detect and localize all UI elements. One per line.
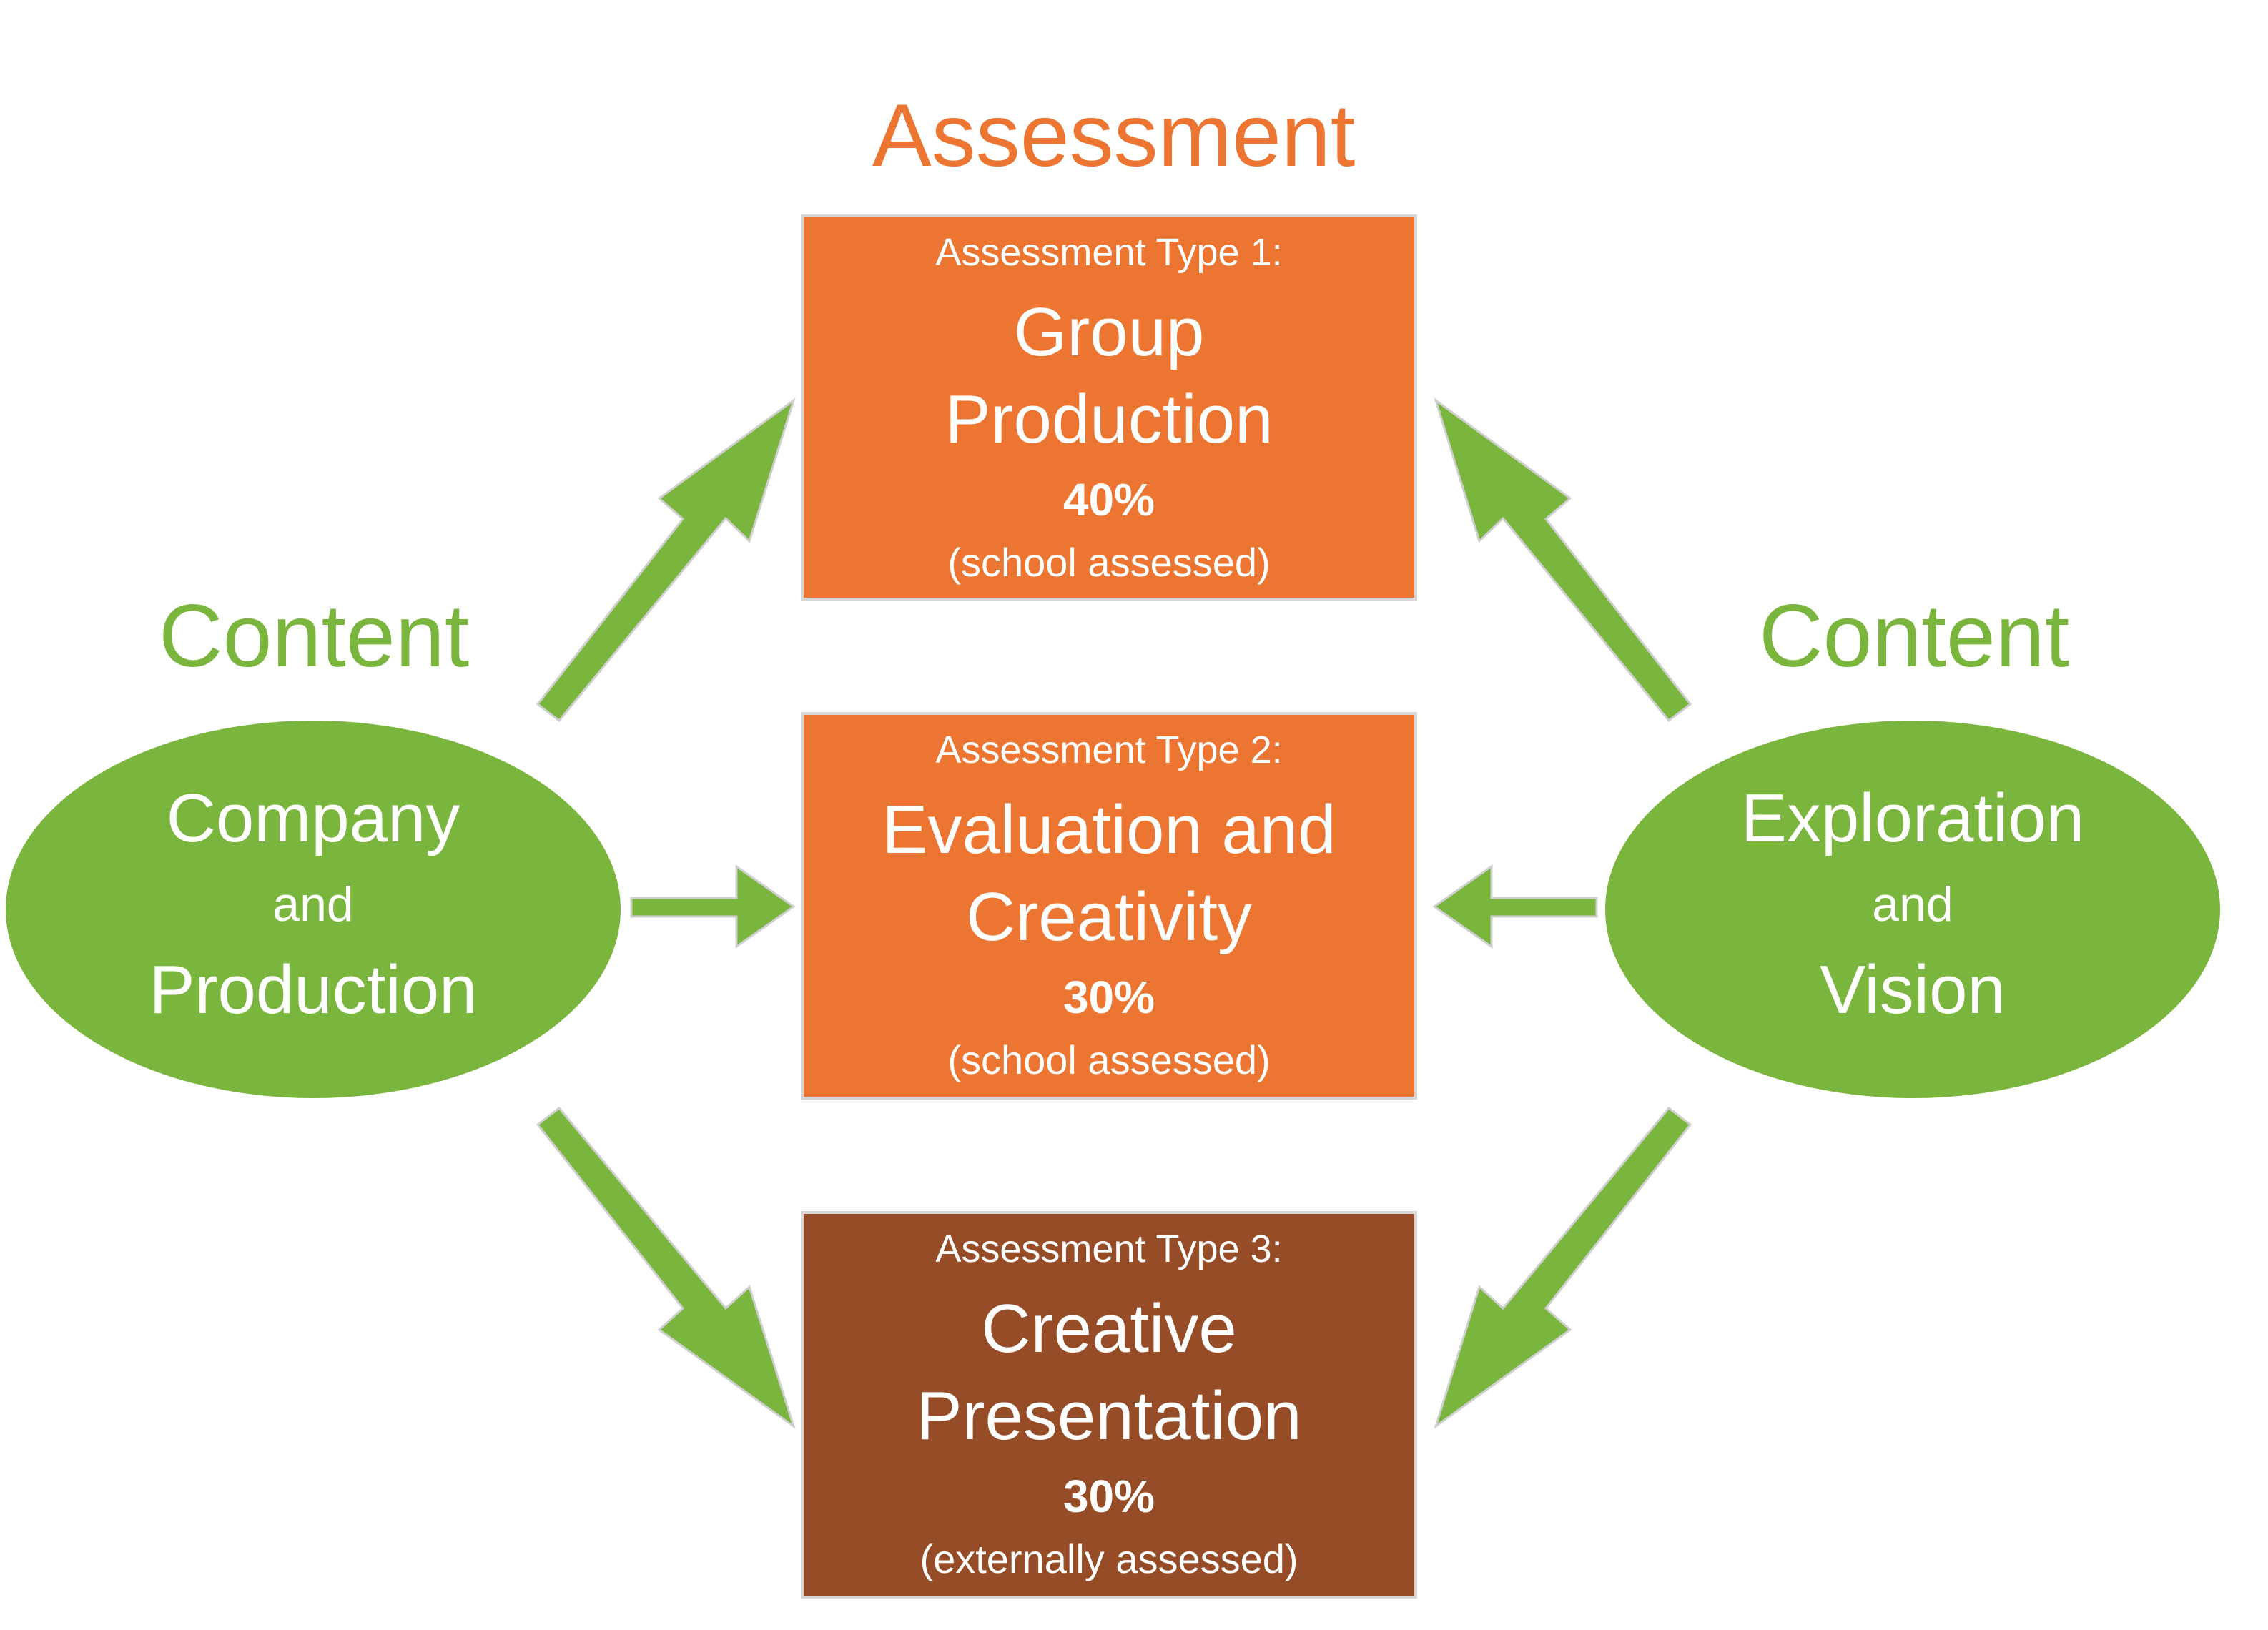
- ellipse-line1: Exploration: [1740, 780, 2085, 856]
- assessment-title: Creative Presentation: [804, 1285, 1414, 1460]
- assessment-title-line1: Evaluation and: [882, 791, 1336, 868]
- ellipse-line3: Vision: [1820, 952, 2006, 1028]
- assessment-note: (externally assessed): [919, 1536, 1298, 1581]
- assessment-note: (school assessed): [947, 1037, 1271, 1082]
- assessment-note: (school assessed): [947, 540, 1271, 585]
- arrow-left-to-box3: [536, 1106, 796, 1429]
- ellipse-line1: Company: [166, 780, 460, 856]
- assessment-type-2-box: Assessment Type 2: Evaluation and Creati…: [801, 712, 1417, 1100]
- content-heading-left: Content: [159, 587, 470, 686]
- assessment-type-label: Assessment Type 3:: [935, 1228, 1283, 1270]
- assessment-title: Group Production: [804, 289, 1414, 463]
- ellipse-line3: Production: [149, 952, 478, 1028]
- assessment-type-label: Assessment Type 2:: [935, 728, 1283, 771]
- content-heading-right: Content: [1759, 587, 2070, 686]
- assessment-type-1-box: Assessment Type 1: Group Production 40% …: [801, 214, 1417, 601]
- assessment-percent: 40%: [1062, 474, 1155, 525]
- arrow-left-to-box1: [536, 397, 796, 723]
- assessment-title-line2: Presentation: [916, 1378, 1302, 1454]
- assessment-type-3-box: Assessment Type 3: Creative Presentation…: [801, 1211, 1417, 1599]
- arrow-left-to-box2: [630, 864, 796, 949]
- assessment-percent: 30%: [1062, 972, 1155, 1023]
- ellipse-line2: and: [272, 877, 354, 932]
- assessment-heading: Assessment: [872, 87, 1356, 185]
- assessment-title-line2: Production: [945, 381, 1273, 458]
- content-ellipse-left: Company and Production: [6, 721, 621, 1098]
- assessment-title-line1: Group: [1013, 294, 1205, 370]
- assessment-title-line1: Creative: [981, 1290, 1237, 1367]
- arrow-right-to-box3: [1434, 1106, 1692, 1429]
- ellipse-line2: and: [1872, 877, 1953, 932]
- assessment-title-line2: Creativity: [965, 879, 1253, 955]
- assessment-percent: 30%: [1062, 1471, 1155, 1522]
- arrow-right-to-box1: [1434, 397, 1692, 723]
- arrow-right-to-box2: [1432, 864, 1598, 949]
- assessment-title: Evaluation and Creativity: [804, 786, 1414, 961]
- assessment-type-label: Assessment Type 1:: [935, 231, 1283, 274]
- content-ellipse-right: Exploration and Vision: [1605, 721, 2220, 1098]
